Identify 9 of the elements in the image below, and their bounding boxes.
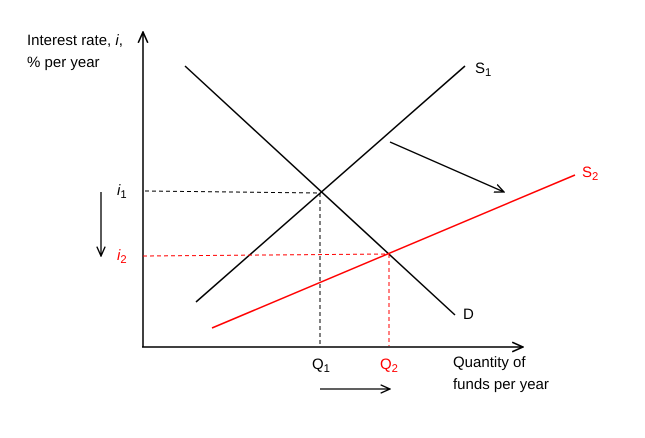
axis-title: Interest rate, i, % per year	[27, 31, 124, 73]
axis-title: Quantity of funds per year	[453, 353, 550, 395]
curve-label: S$_{1}$	[475, 59, 492, 80]
axis-value-label: Q$_{2}$	[380, 355, 398, 376]
axis-value-label: Q$_{1}$	[312, 355, 330, 376]
axis-value-label: i$_{2}$	[117, 246, 127, 267]
axis-value-label: i$_{1}$	[117, 181, 127, 202]
curve-label: S$_{2}$	[582, 163, 598, 184]
curve-label: D	[463, 305, 474, 325]
